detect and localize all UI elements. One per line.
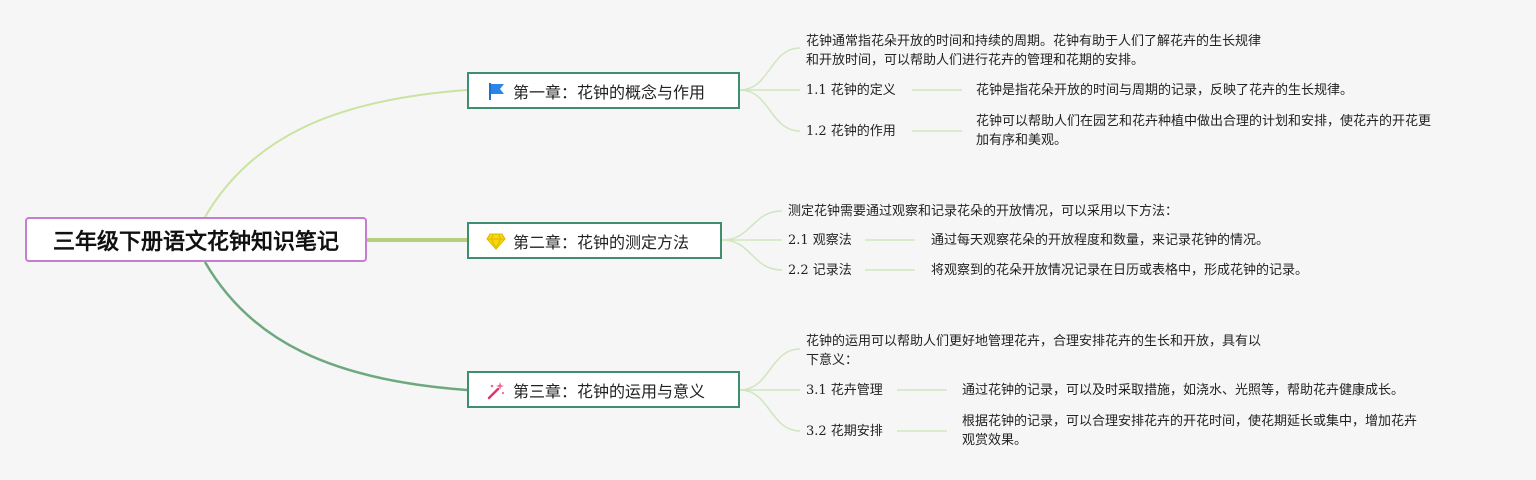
chapter-1-item-1-detail: 花钟是指花朵开放的时间与周期的记录，反映了花卉的生长规律。	[976, 83, 1354, 98]
chapter-3-item-2-detail-line-1: 根据花钟的记录，可以合理安排花卉的开花时间，使花期延长或集中，增加花卉	[962, 414, 1418, 429]
chapter-1-item-2-label[interactable]: 1.2 花钟的作用	[806, 124, 896, 139]
root-node[interactable]: 三年级下册语文花钟知识笔记	[25, 217, 367, 262]
magic-wand-icon	[485, 379, 507, 401]
chapter-2-intro: 测定花钟需要通过观察和记录花朵的开放情况，可以采用以下方法：	[788, 204, 1179, 219]
chapter-2-item-1-detail: 通过每天观察花朵的开放程度和数量，来记录花钟的情况。	[931, 233, 1270, 248]
chapter-2-title: 第二章：花钟的测定方法	[513, 232, 690, 252]
root-title: 三年级下册语文花钟知识笔记	[52, 229, 339, 255]
chapter-2-item-2-detail: 将观察到的花朵开放情况记录在日历或表格中，形成花钟的记录。	[931, 263, 1309, 278]
chapter-1-title: 第一章：花钟的概念与作用	[513, 82, 706, 102]
chapter-1-item-2-detail-line-2: 加有序和美观。	[976, 133, 1068, 148]
chapter-3-intro-line-1: 花钟的运用可以帮助人们更好地管理花卉，合理安排花卉的生长和开放，具有以	[806, 334, 1262, 349]
chapter-3-item-1-label[interactable]: 3.1 花卉管理	[806, 383, 883, 398]
chapter-2-item-2-label[interactable]: 2.2 记录法	[788, 263, 852, 278]
chapter-3-item-2-detail-line-2: 观赏效果。	[962, 433, 1028, 448]
chapter-1-intro-line-2: 和开放时间，可以帮助人们进行花卉的管理和花期的安排。	[806, 53, 1145, 68]
chapter-2-item-1-label[interactable]: 2.1 观察法	[788, 233, 852, 248]
flag-icon	[485, 80, 507, 102]
chapter-3-title: 第三章：花钟的运用与意义	[513, 381, 706, 401]
chapter-2-node[interactable]: 第二章：花钟的测定方法	[467, 222, 722, 259]
chapter-3-item-2-label[interactable]: 3.2 花期安排	[806, 424, 883, 439]
chapter-3-item-1-detail: 通过花钟的记录，可以及时采取措施，如浇水、光照等，帮助花卉健康成长。	[962, 383, 1405, 398]
chapter-3-intro-line-2: 下意义：	[806, 353, 859, 368]
chapter-1-node[interactable]: 第一章：花钟的概念与作用	[467, 72, 740, 109]
chapter-3-node[interactable]: 第三章：花钟的运用与意义	[467, 371, 740, 408]
diamond-icon	[485, 230, 507, 252]
chapter-1-intro-line-1: 花钟通常指花朵开放的时间和持续的周期。花钟有助于人们了解花卉的生长规律	[806, 34, 1262, 49]
chapter-1-item-2-detail-line-1: 花钟可以帮助人们在园艺和花卉种植中做出合理的计划和安排，使花卉的开花更	[976, 114, 1432, 129]
chapter-1-item-1-label[interactable]: 1.1 花钟的定义	[806, 83, 896, 98]
